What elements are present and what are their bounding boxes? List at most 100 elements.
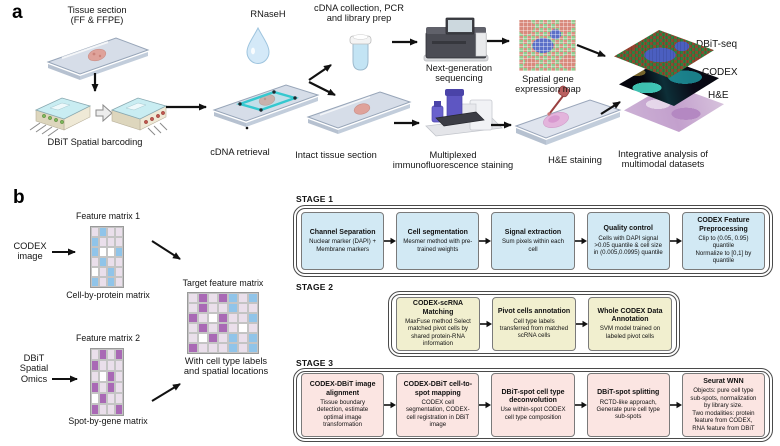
matrix-cell [91,247,99,257]
panel-a-label: a [12,2,23,23]
matrix-cell [228,303,238,313]
matrix-cell [99,237,107,247]
cdna-retrieval-label: cDNA retrieval [210,147,270,157]
stage1-box-channel-separation: Channel Separation Nuclear marker (DAPI)… [301,212,385,270]
expression-map-icon [519,20,576,71]
flow-arrow-icon [669,401,682,409]
intact-tissue-slide-icon [306,91,412,134]
stage1-container: Channel Separation Nuclear marker (DAPI)… [293,205,773,277]
layer-dbit-label: DBiT-seq [696,39,738,50]
matrix-cell [115,247,123,257]
matrix-cell [198,343,208,353]
stage-box-body: Sum pixels within each cell [502,238,564,253]
stage-box-title: CODEX-DBiT cell-to- spot mapping [403,381,473,397]
matrix-cell [238,323,248,333]
matrix-cell [248,313,258,323]
matrix-cell [107,257,115,267]
stage2-label: STAGE 2 [296,282,334,292]
stage1-label: STAGE 1 [296,194,334,204]
stage-box-body: Nuclear marker (DAPI) + Membrane markers [309,238,377,253]
matrix-cell [198,313,208,323]
stage-box-title: Whole CODEX Data Annotation [597,307,663,324]
matrix-cell [188,313,198,323]
stage-box-body: Cells with DAPI signal >0.05 quantile & … [593,234,663,257]
matrix-cell [248,303,258,313]
flow-arrow-icon [384,237,397,245]
stage3-container: CODEX-DBiT image alignment Tissue bounda… [293,368,773,442]
stage-box-title: Quality control [603,225,653,233]
droplet-icon [246,26,270,64]
matrix-cell [208,293,218,303]
stage-box-title: CODEX-DBiT image alignment [309,381,376,397]
matrix-cell [238,303,248,313]
sequencer-icon [423,17,489,62]
matrix-cell [115,360,123,371]
target-matrix-label: Target feature matrix [182,278,264,288]
flow-arrow-icon [479,401,492,409]
codex-image-label: CODEX image [13,241,47,262]
stage-box-body: Cell type labels transferred from matche… [499,317,569,340]
stage-box-title: Pivot cells annotation [497,308,571,316]
matrix-cell [107,277,115,287]
block-arrow-icon [95,103,113,123]
matrix-cell [99,257,107,267]
matrix-cell [188,343,198,353]
matrix-cell [248,293,258,303]
matrix-cell [115,404,123,415]
matrix-cell [208,323,218,333]
matrix-cell [107,404,115,415]
matrix-cell [99,267,107,277]
flow-arrow-icon [479,237,492,245]
matrix-cell [91,277,99,287]
matrix-cell [91,349,99,360]
dbit-spatial-omics-label: DBiT Spatial Omics [19,353,49,384]
spot-by-gene-label: Spot-by-gene matrix [68,416,148,426]
stage-box-title: DBiT-spot splitting [597,389,660,397]
stage1-box-cell-segmentation: Cell segmentation Mesmer method with pre… [396,212,480,270]
matrix-cell [91,371,99,382]
stage1-box-codex-feature-preprocessing: CODEX Feature Preprocessing Clip to (0.0… [681,212,766,270]
matrix-cell [99,247,107,257]
matrix-cell [115,267,123,277]
tube-icon [349,34,372,71]
rnaseh-label: RNaseH [250,9,286,19]
matrix-cell [91,404,99,415]
matrix-cell [99,404,107,415]
matrix-cell [91,257,99,267]
matrix-cell [198,333,208,343]
target-caption-label: With cell type labels and spatial locati… [183,356,269,377]
tissue-section-label: Tissue section (FF & FFPE) [67,5,127,26]
stage-box-body: Mesmer method with pre- trained weights [403,238,473,253]
matrix-cell [91,227,99,237]
feature-matrix-1-label: Feature matrix 1 [75,211,141,221]
stage3-label: STAGE 3 [296,358,334,368]
matrix-cell [248,323,258,333]
stage2-box-pivot-cells-annotation: Pivot cells annotation Cell type labels … [492,297,576,351]
he-slide-icon [514,85,622,145]
matrix-cell [91,382,99,393]
stage-box-title: Signal extraction [504,228,562,236]
matrix-cell [198,323,208,333]
stage-box-body: Clip to (0.05, 0.95) quantile Normalize … [695,235,752,265]
stage-box-body: CODEX cell segmentation, CODEX- cell reg… [405,399,470,429]
layer-he-label: H&E [708,90,729,101]
matrix-cell [228,343,238,353]
matrix-cell [115,371,123,382]
spatial-map-label: Spatial gene expression map [515,74,581,95]
stage-box-body: Tissue boundary detection, estimate opti… [317,399,369,429]
ngs-label: Next-generation sequencing [425,63,493,84]
matrix-cell [107,227,115,237]
matrix-cell [115,227,123,237]
matrix-cell [107,267,115,277]
matrix-cell [99,382,107,393]
matrix-cell [188,303,198,313]
matrix-cell [99,393,107,404]
matrix-cell [99,360,107,371]
flow-arrow-icon [576,320,588,328]
flow-arrow-icon [480,320,492,328]
matrix-cell [228,333,238,343]
flow-arrow-icon [669,237,682,245]
stage-box-body: MaxFuse method Select matched pivot cell… [405,318,471,348]
